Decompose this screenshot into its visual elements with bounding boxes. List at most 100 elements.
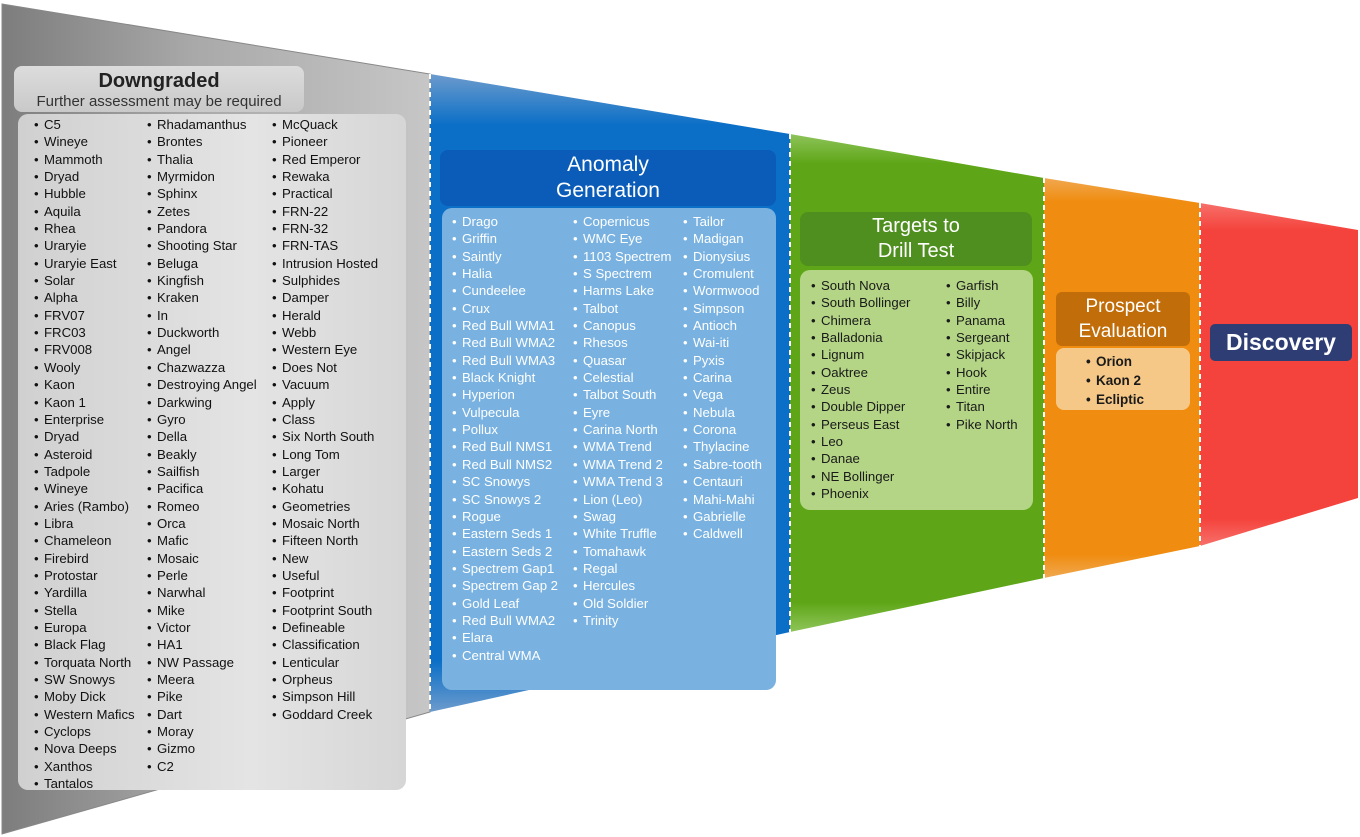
list-item: Western Eye bbox=[272, 341, 378, 358]
list-item: Kaon 1 bbox=[34, 394, 135, 411]
list-item: C5 bbox=[34, 116, 135, 133]
list-item: Fifteen North bbox=[272, 532, 378, 549]
list-item: Aquila bbox=[34, 203, 135, 220]
list-item: Carina North bbox=[573, 421, 671, 438]
list-item: Zetes bbox=[147, 203, 257, 220]
list-item: Europa bbox=[34, 619, 135, 636]
list-item: Sulphides bbox=[272, 272, 378, 289]
list-item: Hyperion bbox=[452, 386, 558, 403]
list-item: Vacuum bbox=[272, 376, 378, 393]
list-item: Mosaic North bbox=[272, 515, 378, 532]
list-item: Rhadamanthus bbox=[147, 116, 257, 133]
list-item: Hubble bbox=[34, 185, 135, 202]
list-item: Moby Dick bbox=[34, 688, 135, 705]
list-item: Victor bbox=[147, 619, 257, 636]
list-item: Geometries bbox=[272, 498, 378, 515]
list-item: Torquata North bbox=[34, 654, 135, 671]
list-item: Webb bbox=[272, 324, 378, 341]
list-item: Wai-iti bbox=[683, 334, 762, 351]
anomaly-list-col2: CopernicusWMC Eye1103 SpectremS Spectrem… bbox=[573, 213, 671, 629]
list-item: Yardilla bbox=[34, 584, 135, 601]
list-item: Mammoth bbox=[34, 151, 135, 168]
list-item: Skipjack bbox=[946, 346, 1018, 363]
anomaly-title-line2: Generation bbox=[556, 179, 660, 202]
list-item: Mike bbox=[147, 602, 257, 619]
list-item: Kohatu bbox=[272, 480, 378, 497]
list-item: Kaon 2 bbox=[1086, 371, 1144, 390]
list-item: Talbot South bbox=[573, 386, 671, 403]
list-item: Western Mafics bbox=[34, 706, 135, 723]
list-item: Della bbox=[147, 428, 257, 445]
list-item: HA1 bbox=[147, 636, 257, 653]
list-item: Thalia bbox=[147, 151, 257, 168]
list-item: Footprint South bbox=[272, 602, 378, 619]
list-item: Wooly bbox=[34, 359, 135, 376]
downgraded-header: Downgraded Further assessment may be req… bbox=[14, 66, 304, 112]
list-item: Damper bbox=[272, 289, 378, 306]
list-item: Perseus East bbox=[811, 416, 910, 433]
list-item: Copernicus bbox=[573, 213, 671, 230]
list-item: Sergeant bbox=[946, 329, 1018, 346]
list-item: Lenticular bbox=[272, 654, 378, 671]
list-item: Red Bull WMA2 bbox=[452, 334, 558, 351]
list-item: NW Passage bbox=[147, 654, 257, 671]
targets-header: Targets to Drill Test bbox=[800, 212, 1032, 266]
list-item: Oaktree bbox=[811, 364, 910, 381]
list-item: Canopus bbox=[573, 317, 671, 334]
list-item: Rogue bbox=[452, 508, 558, 525]
list-item: Regal bbox=[573, 560, 671, 577]
list-item: Gyro bbox=[147, 411, 257, 428]
list-item: Destroying Angel bbox=[147, 376, 257, 393]
list-item: Balladonia bbox=[811, 329, 910, 346]
list-item: FRN-32 bbox=[272, 220, 378, 237]
list-item: Nebula bbox=[683, 404, 762, 421]
list-item: Pioneer bbox=[272, 133, 378, 150]
discovery-label: Discovery bbox=[1210, 324, 1352, 361]
downgraded-list-col1: C5WineyeMammothDryadHubbleAquilaRheaUrar… bbox=[34, 116, 135, 792]
list-item: Carina bbox=[683, 369, 762, 386]
list-item: Herald bbox=[272, 307, 378, 324]
list-item: Dionysius bbox=[683, 248, 762, 265]
list-item: Enterprise bbox=[34, 411, 135, 428]
list-item: Mahi-Mahi bbox=[683, 491, 762, 508]
list-item: Eastern Seds 2 bbox=[452, 543, 558, 560]
list-item: Tantalos bbox=[34, 775, 135, 792]
list-item: Defineable bbox=[272, 619, 378, 636]
list-item: Pike North bbox=[946, 416, 1018, 433]
list-item: Billy bbox=[946, 294, 1018, 311]
list-item: Vega bbox=[683, 386, 762, 403]
list-item: WMA Trend 2 bbox=[573, 456, 671, 473]
list-item: FRN-22 bbox=[272, 203, 378, 220]
list-item: Nova Deeps bbox=[34, 740, 135, 757]
list-item: S Spectrem bbox=[573, 265, 671, 282]
list-item: Mosaic bbox=[147, 550, 257, 567]
list-item: Red Bull WMA2 bbox=[452, 612, 558, 629]
list-item: FRC03 bbox=[34, 324, 135, 341]
list-item: Quasar bbox=[573, 352, 671, 369]
list-item: Goddard Creek bbox=[272, 706, 378, 723]
list-item: Red Emperor bbox=[272, 151, 378, 168]
list-item: Celestial bbox=[573, 369, 671, 386]
list-item: Orca bbox=[147, 515, 257, 532]
list-item: Uraryie East bbox=[34, 255, 135, 272]
downgraded-list-col2: RhadamanthusBrontesThaliaMyrmidonSphinxZ… bbox=[147, 116, 257, 775]
list-item: Xanthos bbox=[34, 758, 135, 775]
downgraded-subtitle: Further assessment may be required bbox=[36, 93, 282, 110]
targets-list-col2: GarfishBillyPanamaSergeantSkipjackHookEn… bbox=[946, 277, 1018, 433]
list-item: Footprint bbox=[272, 584, 378, 601]
list-item: White Truffle bbox=[573, 525, 671, 542]
list-item: Rhesos bbox=[573, 334, 671, 351]
list-item: Panama bbox=[946, 312, 1018, 329]
prospect-header: Prospect Evaluation bbox=[1056, 292, 1190, 346]
list-item: Danae bbox=[811, 450, 910, 467]
list-item: Pollux bbox=[452, 421, 558, 438]
list-item: Eyre bbox=[573, 404, 671, 421]
list-item: Halia bbox=[452, 265, 558, 282]
list-item: Black Flag bbox=[34, 636, 135, 653]
list-item: Sphinx bbox=[147, 185, 257, 202]
list-item: Thylacine bbox=[683, 438, 762, 455]
list-item: Leo bbox=[811, 433, 910, 450]
list-item: Cyclops bbox=[34, 723, 135, 740]
list-item: Stella bbox=[34, 602, 135, 619]
list-item: Centauri bbox=[683, 473, 762, 490]
